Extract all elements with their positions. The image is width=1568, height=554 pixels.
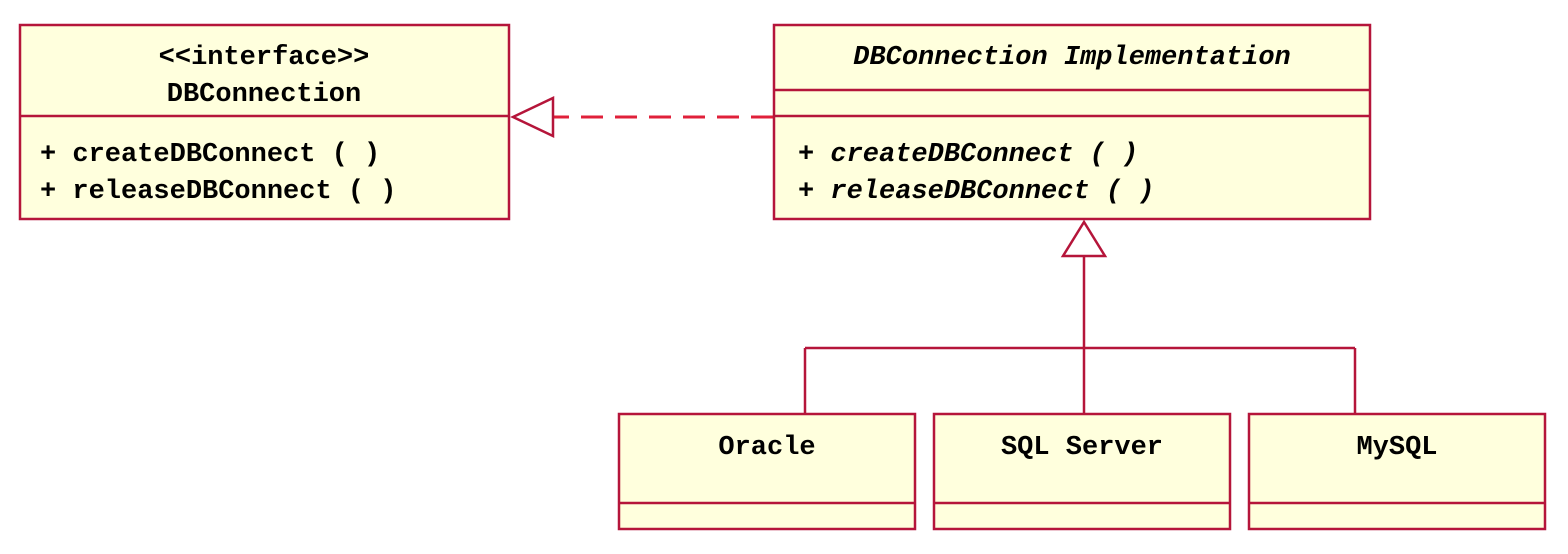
interface-stereotype: <<interface>>: [159, 43, 370, 73]
realization-arrowhead: [510, 96, 555, 138]
mysql-class-box[interactable]: MySQL: [1247, 412, 1547, 531]
interface-method-create: + createDBConnect ( ): [40, 140, 380, 170]
sql-server-class-name: SQL Server: [1001, 433, 1163, 463]
oracle-class-name: Oracle: [718, 433, 815, 463]
mysql-class-name: MySQL: [1356, 433, 1437, 463]
implementation-name: DBConnection Implementation: [853, 43, 1290, 73]
implementation-class-box[interactable]: DBConnection Implementation + createDBCo…: [772, 23, 1372, 221]
implementation-method-release: + releaseDBConnect ( ): [798, 177, 1154, 207]
generalization-arrowhead: [1060, 219, 1108, 258]
implementation-method-create: + createDBConnect ( ): [798, 140, 1138, 170]
interface-class-box[interactable]: <<interface>> DBConnection + createDBCon…: [18, 23, 511, 221]
interface-method-release: + releaseDBConnect ( ): [40, 177, 396, 207]
generalization-lines: [803, 256, 1357, 414]
interface-name: DBConnection: [167, 80, 361, 110]
oracle-class-box[interactable]: Oracle: [617, 412, 917, 531]
sql-server-class-box[interactable]: SQL Server: [932, 412, 1232, 531]
